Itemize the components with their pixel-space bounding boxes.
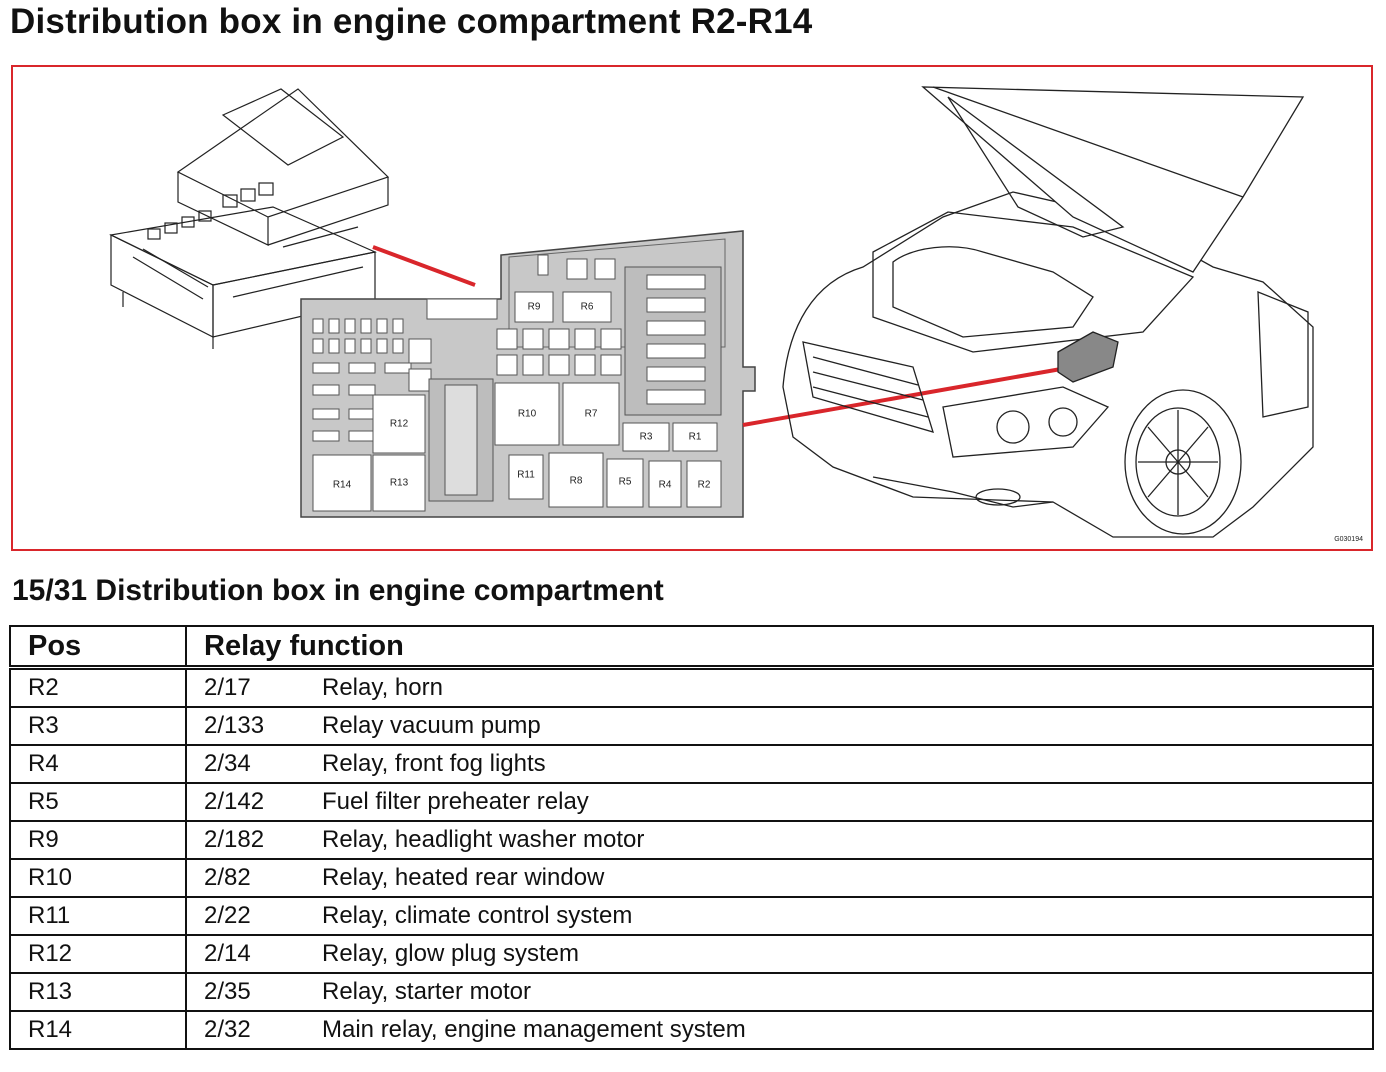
cell-pos: R12: [9, 934, 187, 974]
relay-r3-label: R3: [640, 432, 653, 443]
cell-pos: R13: [9, 972, 187, 1012]
cell-pos: R9: [9, 820, 187, 860]
relay-r10-label: R10: [518, 409, 537, 420]
pointer-line-left: [372, 245, 476, 287]
relay-r1: [672, 422, 718, 452]
relay-r4-label: R4: [659, 480, 672, 491]
cell-code: 2/14: [185, 934, 322, 974]
table-row: R11 2/22 Relay, climate control system: [9, 896, 1374, 936]
table-row: R14 2/32 Main relay, engine management s…: [9, 1010, 1374, 1050]
table-row: R9 2/182 Relay, headlight washer motor: [9, 820, 1374, 860]
cell-desc: Relay vacuum pump: [322, 706, 1374, 746]
relay-r5: [606, 458, 644, 508]
table-row: R3 2/133 Relay vacuum pump: [9, 706, 1374, 746]
relay-r14: [312, 454, 372, 512]
car-illustration: [782, 86, 1314, 538]
relay-r12-label: R12: [390, 419, 409, 430]
relay-r6-label: R6: [581, 302, 594, 313]
relay-r10: [494, 382, 560, 446]
relay-r13-label: R13: [390, 478, 409, 489]
relay-r8-label: R8: [570, 476, 583, 487]
table-row: R5 2/142 Fuel filter preheater relay: [9, 782, 1374, 822]
pointer-line-right: [742, 367, 1062, 427]
relay-r5-label: R5: [619, 477, 632, 488]
cell-desc: Fuel filter preheater relay: [322, 782, 1374, 822]
cell-desc: Relay, heated rear window: [322, 858, 1374, 898]
cell-desc: Relay, climate control system: [322, 896, 1374, 936]
cell-code: 2/35: [185, 972, 322, 1012]
diagram-figure: R9 R6 R10 R7 R3 R1 R12 R14 R13 R11 R8 R5…: [11, 65, 1373, 551]
cell-desc: Relay, starter motor: [322, 972, 1374, 1012]
figure-code: G030194: [1334, 536, 1363, 543]
page-title: Distribution box in engine compartment R…: [10, 2, 813, 41]
relay-r14-label: R14: [333, 480, 352, 491]
relay-r2-label: R2: [698, 480, 711, 491]
relay-r12: [372, 394, 426, 454]
header-pos: Pos: [9, 625, 187, 670]
table-row: R4 2/34 Relay, front fog lights: [9, 744, 1374, 784]
cell-code: 2/133: [185, 706, 322, 746]
relay-r9: [514, 291, 554, 323]
fuse-box-layout: R9 R6 R10 R7 R3 R1 R12 R14 R13 R11 R8 R5…: [300, 230, 756, 518]
cell-pos: R10: [9, 858, 187, 898]
relay-r8: [548, 452, 604, 508]
cell-code: 2/182: [185, 820, 322, 860]
cell-code: 2/34: [185, 744, 322, 784]
table-row: R10 2/82 Relay, heated rear window: [9, 858, 1374, 898]
cell-desc: Relay, glow plug system: [322, 934, 1374, 974]
cell-code: 2/22: [185, 896, 322, 936]
relay-r11-label: R11: [517, 470, 535, 481]
section-title: 15/31 Distribution box in engine compart…: [12, 574, 664, 607]
cell-pos: R2: [9, 666, 187, 708]
relay-r7-label: R7: [585, 409, 598, 420]
table-row: R2 2/17 Relay, horn: [9, 666, 1374, 708]
relay-r2: [686, 460, 722, 508]
relay-r6: [562, 291, 612, 323]
cell-pos: R5: [9, 782, 187, 822]
cell-code: 2/82: [185, 858, 322, 898]
table-row: R13 2/35 Relay, starter motor: [9, 972, 1374, 1012]
relay-r11: [508, 454, 544, 500]
relay-r7: [562, 382, 620, 446]
relay-table: Pos Relay function R2 2/17 Relay, horn R…: [9, 625, 1374, 1050]
relay-r1-label: R1: [689, 432, 702, 443]
cell-pos: R4: [9, 744, 187, 784]
header-function: Relay function: [185, 625, 1374, 670]
cell-desc: Relay, front fog lights: [322, 744, 1374, 784]
cell-code: 2/32: [185, 1010, 322, 1050]
cell-code: 2/142: [185, 782, 322, 822]
table-header-row: Pos Relay function: [9, 625, 1374, 670]
cell-desc: Main relay, engine management system: [322, 1010, 1374, 1050]
cell-pos: R11: [9, 896, 187, 936]
cell-code: 2/17: [185, 666, 322, 708]
table-row: R12 2/14 Relay, glow plug system: [9, 934, 1374, 974]
relay-r13: [372, 454, 426, 512]
relay-r3: [622, 422, 670, 452]
relay-r4: [648, 460, 682, 508]
fuse-box-diagram: R9 R6 R10 R7 R3 R1 R12 R14 R13 R11 R8 R5…: [109, 86, 1314, 538]
cell-desc: Relay, horn: [322, 666, 1374, 708]
cell-pos: R3: [9, 706, 187, 746]
cell-desc: Relay, headlight washer motor: [322, 820, 1374, 860]
relay-r9-label: R9: [528, 302, 541, 313]
cell-pos: R14: [9, 1010, 187, 1050]
